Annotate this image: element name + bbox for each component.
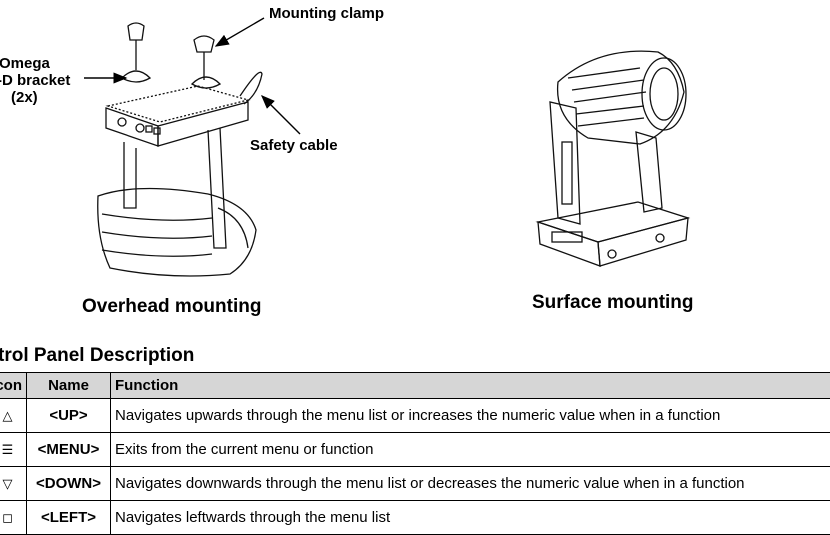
left-icon: ◻ [0, 501, 27, 535]
header-icon: con [0, 373, 27, 399]
header-name: Name [27, 373, 111, 399]
row-function: Navigates downwards through the menu lis… [111, 467, 830, 501]
header-function: Function [111, 373, 830, 399]
menu-icon: ☰ [0, 433, 27, 467]
section-title: trol Panel Description [0, 345, 194, 367]
safety-cable-arrow [262, 96, 300, 134]
omega-bracket-line-1: Omega [0, 55, 83, 72]
safety-cable-label: Safety cable [250, 137, 338, 154]
row-name: <DOWN> [27, 467, 111, 501]
control-panel-table: con Name Function △ <UP> Navigates upwar… [0, 372, 830, 535]
omega-bracket-line-3: (2x) [0, 89, 83, 106]
omega-bracket-label: Omega -D bracket (2x) [0, 55, 83, 106]
table-row: ▽ <DOWN> Navigates downwards through the… [0, 467, 830, 501]
mounting-clamp-arrow [216, 18, 264, 46]
mounting-clamp-label: Mounting clamp [269, 5, 384, 22]
down-triangle-icon: ▽ [0, 467, 27, 501]
surface-mounting-caption: Surface mounting [532, 292, 694, 314]
up-triangle-icon: △ [0, 399, 27, 433]
table-row: △ <UP> Navigates upwards through the men… [0, 399, 830, 433]
row-function: Navigates upwards through the menu list … [111, 399, 830, 433]
row-name: <LEFT> [27, 501, 111, 535]
overhead-mounting-caption: Overhead mounting [82, 296, 261, 318]
omega-bracket-line-2: -D bracket [0, 72, 83, 89]
row-function: Navigates leftwards through the menu lis… [111, 501, 830, 535]
row-name: <UP> [27, 399, 111, 433]
table-row: ◻ <LEFT> Navigates leftwards through the… [0, 501, 830, 535]
table-header-row: con Name Function [0, 373, 830, 399]
callout-arrows [0, 0, 830, 300]
row-function: Exits from the current menu or function [111, 433, 830, 467]
row-name: <MENU> [27, 433, 111, 467]
table-row: ☰ <MENU> Exits from the current menu or … [0, 433, 830, 467]
